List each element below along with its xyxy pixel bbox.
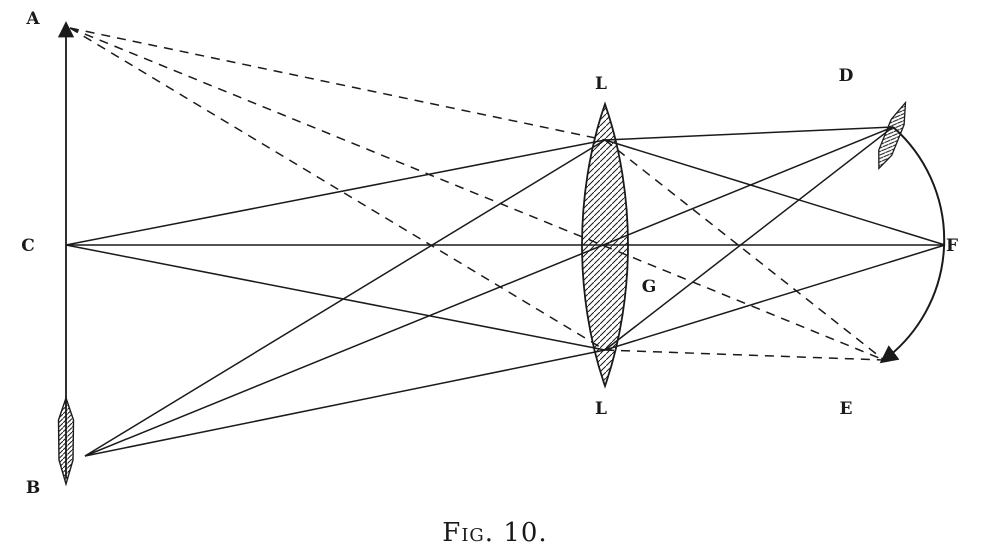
object-arrow-feather [57, 395, 75, 487]
ray-c-to-lens-bottom [65, 244, 606, 351]
image-arrow-feather [878, 100, 907, 171]
label-D: D [839, 66, 854, 86]
label-B: B [26, 478, 40, 498]
image-arc-arrow [878, 100, 946, 364]
ray-lens-top-to-f [604, 139, 946, 246]
ray-b-to-lens-top [84, 139, 606, 457]
label-F: F [946, 236, 958, 256]
label-E: E [840, 399, 853, 419]
ray-a-to-lens-bottom [69, 27, 606, 351]
ray-c-to-lens-top [65, 139, 606, 246]
lens-body [581, 101, 629, 389]
label-C: C [21, 236, 35, 256]
image-arc [879, 126, 946, 364]
lens [581, 101, 629, 389]
labels: A C B L L G D F E [21, 9, 958, 498]
label-L-bottom: L [595, 399, 607, 419]
ray-lens-bottom-to-e [604, 349, 885, 361]
object-arrow [57, 21, 75, 487]
figure-caption: Fig. 10. [442, 518, 548, 548]
label-A: A [25, 9, 40, 29]
rays-from-A [69, 27, 885, 361]
rays-from-B [84, 126, 894, 457]
label-G: G [642, 277, 657, 297]
rays-from-C [65, 139, 946, 351]
ray-b-to-lens-bottom [84, 349, 606, 457]
ray-lens-top-to-e [604, 139, 885, 361]
ray-lens-bottom-to-d [604, 126, 894, 351]
optics-lens-ray-diagram: A C B L L G D F E [21, 9, 958, 498]
ray-a-to-lens-top [69, 27, 606, 141]
ray-b-through-center-d [84, 126, 894, 457]
ray-a-through-center-e [69, 27, 885, 361]
label-L-top: L [595, 74, 607, 94]
ray-lens-top-to-d [604, 126, 894, 141]
ray-lens-bottom-to-f [604, 244, 946, 351]
